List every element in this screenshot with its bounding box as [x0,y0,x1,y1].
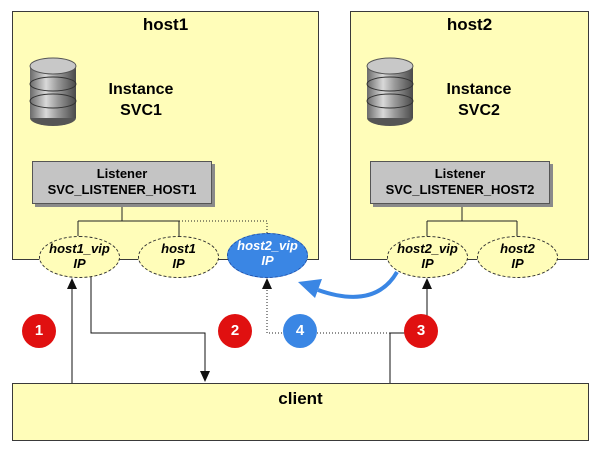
host1-instance-label: Instance SVC1 [96,79,186,121]
client-box: client [12,383,589,441]
vip-relocation-arrow [317,270,399,299]
step-badge-4: 4 [283,314,317,348]
host2-listener-line1: Listener [434,166,486,181]
host2-title: host2 [446,15,493,34]
host1-failover-dotted-link [179,220,268,233]
ip-node-name: host2 [500,241,535,256]
host2-vip-ip-node: host2_vip IP [387,236,468,278]
ip-node-sub: IP [421,256,434,271]
host1-listener-line1: Listener [96,166,148,181]
path-2-arrowhead [200,371,210,382]
client-title: client [278,389,323,408]
ip-node-name: host1_vip [49,241,110,256]
relocated-host2-vip-ip-node: host2_vip IP [227,233,308,278]
host2-listener-line2: SVC_LISTENER_HOST2 [385,182,535,197]
ip-node-name: host2_vip [397,241,458,256]
host1-box: host1 [12,11,319,260]
path-4-arrowhead [262,278,272,289]
ip-node-sub: IP [261,253,274,268]
ip-node-name: host1 [161,241,196,256]
host2-instance-label: Instance SVC2 [434,79,524,121]
vip-relocation-arrowhead [298,279,322,298]
path-3-arrowhead [422,278,432,289]
host1-title: host1 [142,15,189,34]
path-4-line [266,287,390,334]
host2-instance-line2: SVC2 [458,102,500,119]
path-1-arrowhead [67,278,77,289]
step-badge-3: 3 [404,314,438,348]
ip-node-sub: IP [511,256,524,271]
host2-listener: Listener SVC_LISTENER_HOST2 [370,161,550,204]
host1-instance-line1: Instance [108,81,174,98]
step-badge-2: 2 [218,314,252,348]
ip-node-name: host2_vip [237,238,298,253]
path-2-line [90,276,206,373]
host1-vip-ip-node: host1_vip IP [39,236,120,278]
host1-listener: Listener SVC_LISTENER_HOST1 [32,161,212,204]
host1-listener-line2: SVC_LISTENER_HOST1 [47,182,197,197]
host1-instance-line2: SVC1 [120,102,162,119]
host2-box: host2 [350,11,589,260]
host2-instance-line1: Instance [446,81,512,98]
database-icon [366,57,414,126]
ip-node-sub: IP [73,256,86,271]
ip-node-sub: IP [172,256,185,271]
host2-ip-node: host2 IP [477,236,558,278]
database-icon [29,57,77,126]
step-badge-1: 1 [22,314,56,348]
host1-ip-node: host1 IP [138,236,219,278]
